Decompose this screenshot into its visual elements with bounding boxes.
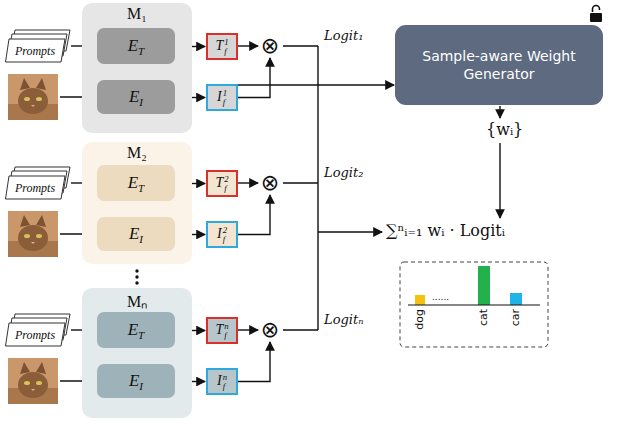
multiply-op: ⊗ — [259, 35, 281, 57]
index-stack: f2 — [224, 175, 228, 192]
node-text: Prompts — [15, 44, 55, 59]
cat-image — [8, 358, 58, 404]
connector — [238, 84, 394, 85]
cat-image — [8, 211, 58, 257]
node-text: EI — [129, 85, 143, 108]
subscript: T — [138, 183, 144, 195]
node-text: ET — [128, 171, 145, 194]
subscript: I — [139, 97, 143, 109]
index-stack: f1 — [223, 89, 227, 106]
connector — [238, 342, 270, 382]
model-name: Mₙ — [82, 288, 192, 312]
superscript: n — [224, 322, 228, 331]
image-encoder: EI — [97, 217, 175, 251]
text-feature: Tfn — [206, 317, 238, 344]
multiply-op: ⊗ — [259, 172, 281, 194]
logit-label: Logitₙ — [324, 312, 363, 327]
node-text: ET — [128, 318, 145, 341]
connector — [238, 45, 258, 46]
ellipsis-label: ...... — [432, 292, 449, 302]
index-stack: fn — [224, 322, 228, 339]
weight-generator: Sample-aware Weight Generator — [395, 25, 603, 105]
image-feature: Ifn — [206, 368, 238, 395]
connector — [238, 195, 270, 235]
node-text: Prompts — [15, 181, 55, 196]
node-text: ⊗ — [261, 35, 279, 57]
connector — [238, 329, 258, 330]
class-label: dog — [413, 309, 426, 330]
logit-label: Logit₁ — [324, 28, 363, 43]
node-text: If1 — [217, 89, 227, 106]
connector — [238, 182, 258, 183]
unlock-icon — [590, 6, 602, 23]
subscript: f — [224, 47, 228, 56]
subscript: T — [138, 46, 144, 58]
image-encoder: EI — [97, 364, 175, 398]
node-text: ⊗ — [261, 319, 279, 341]
image-feature: If1 — [206, 84, 238, 111]
image-encoder: EI — [97, 80, 175, 114]
index-stack: f2 — [223, 226, 227, 243]
ellipsis-dots — [135, 269, 138, 284]
multiply-op: ⊗ — [259, 319, 281, 341]
index-stack: fn — [223, 373, 227, 390]
prompt-stack: Prompts — [5, 313, 71, 347]
image-feature: If2 — [206, 221, 238, 248]
superscript: 1 — [223, 89, 227, 98]
subscript: f — [223, 382, 227, 391]
prompt-stack: Prompts — [5, 166, 71, 200]
model-name: M₁ — [82, 3, 192, 23]
node-text: Tf1 — [215, 38, 228, 55]
node-text: Tf2 — [215, 175, 228, 192]
subscript: I — [139, 381, 143, 393]
superscript: 1 — [224, 38, 228, 47]
connector — [238, 58, 270, 98]
class-label: cat — [477, 309, 490, 326]
superscript: n — [223, 373, 227, 382]
node-text: If2 — [217, 226, 227, 243]
weights-label: {wᵢ} — [486, 120, 523, 139]
superscript: 2 — [223, 226, 227, 235]
weighted-sum-formula: ∑ⁿᵢ₌₁ wᵢ · Logitᵢ — [386, 221, 505, 240]
model-panel: M₂ ET EI — [82, 142, 192, 264]
subscript: T — [138, 330, 144, 342]
logit-label: Logit₂ — [324, 165, 363, 180]
superscript: 2 — [224, 175, 228, 184]
subscript: I — [139, 234, 143, 246]
text-feature: Tf1 — [206, 33, 238, 60]
node-text: Tfn — [215, 322, 228, 339]
subscript: f — [224, 331, 228, 340]
model-name: M₂ — [82, 142, 192, 162]
score-chart — [400, 262, 548, 347]
node-text: Ifn — [217, 373, 227, 390]
class-label: car — [509, 309, 522, 326]
text-feature: Tf2 — [206, 170, 238, 197]
text-encoder: ET — [97, 165, 175, 201]
text-encoder: ET — [97, 312, 175, 348]
node-text: EI — [129, 369, 143, 392]
subscript: f — [223, 98, 227, 107]
index-stack: f1 — [224, 38, 228, 55]
node-text: Prompts — [15, 328, 55, 343]
cat-image — [8, 74, 58, 120]
subscript: f — [224, 184, 228, 193]
prompt-stack: Prompts — [5, 29, 71, 63]
node-text: Sample-aware Weight Generator — [409, 47, 589, 83]
node-text: ET — [128, 34, 145, 57]
text-encoder: ET — [97, 28, 175, 64]
node-text: ⊗ — [261, 172, 279, 194]
model-panel: MₙET EI — [82, 288, 192, 418]
subscript: f — [223, 235, 227, 244]
model-panel: M₁ ET EI — [82, 3, 192, 133]
node-text: EI — [129, 222, 143, 245]
